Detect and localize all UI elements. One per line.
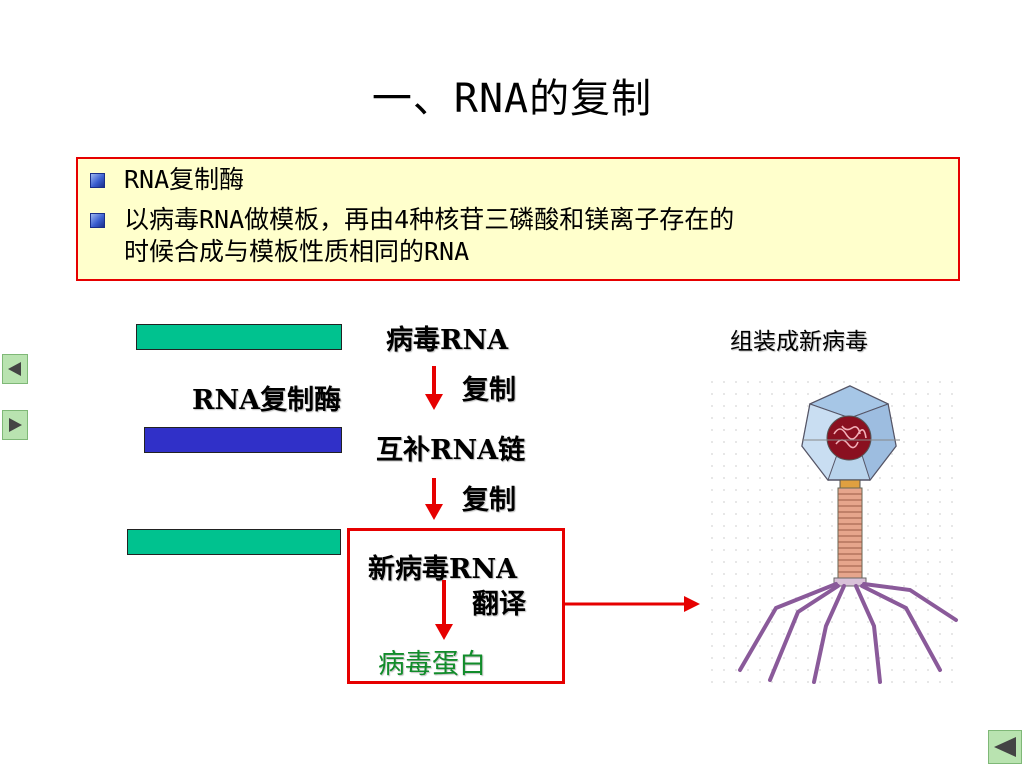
complementary-rna-label: 互补RNA链 (376, 435, 526, 466)
bullet-2-line2: 时候合成与模板性质相同的RNA (124, 237, 470, 266)
baseplate (833, 577, 867, 587)
assemble-label: 组装成新病毒 (730, 329, 868, 355)
down-arrow-3 (435, 580, 453, 640)
bullet-icon (90, 173, 105, 188)
bacteriophage-illustration (710, 380, 960, 686)
viral-rna-label: 病毒RNA (386, 325, 509, 356)
new-viral-rna-strand (127, 529, 341, 555)
bullet-2-line1: 以病毒RNA做模板，再由4种核苷三磷酸和镁离子存在的 (124, 205, 735, 234)
translation-box (347, 528, 565, 684)
bullet-1-text: RNA复制酶 (124, 165, 245, 194)
bullet-icon (90, 213, 105, 228)
tail-sheath (837, 487, 863, 579)
translate-label: 翻译 (472, 589, 526, 620)
triangle-right-icon (9, 418, 22, 432)
complementary-rna-strand (144, 427, 342, 453)
tail-fibers (738, 582, 958, 684)
return-icon (994, 737, 1016, 757)
capsid-head (801, 385, 900, 482)
viral-rna-strand (136, 324, 342, 350)
down-arrow-1 (425, 366, 443, 410)
info-box: RNA复制酶 以病毒RNA做模板，再由4种核苷三磷酸和镁离子存在的 时候合成与模… (76, 157, 960, 281)
viral-protein-label: 病毒蛋白 (378, 649, 486, 680)
rna-replicase-label: RNA复制酶 (192, 385, 342, 416)
next-slide-button[interactable] (2, 410, 28, 440)
right-arrow (565, 596, 700, 612)
replicate-label-2: 复制 (462, 485, 516, 516)
down-arrow-2 (425, 478, 443, 520)
replicate-label-1: 复制 (462, 375, 516, 406)
new-viral-rna-label: 新病毒RNA (368, 554, 518, 585)
triangle-left-icon (8, 362, 21, 376)
collar (839, 479, 861, 489)
slide-title: 一、RNA的复制 (371, 76, 653, 122)
return-button[interactable] (988, 730, 1022, 764)
prev-slide-button[interactable] (2, 354, 28, 384)
